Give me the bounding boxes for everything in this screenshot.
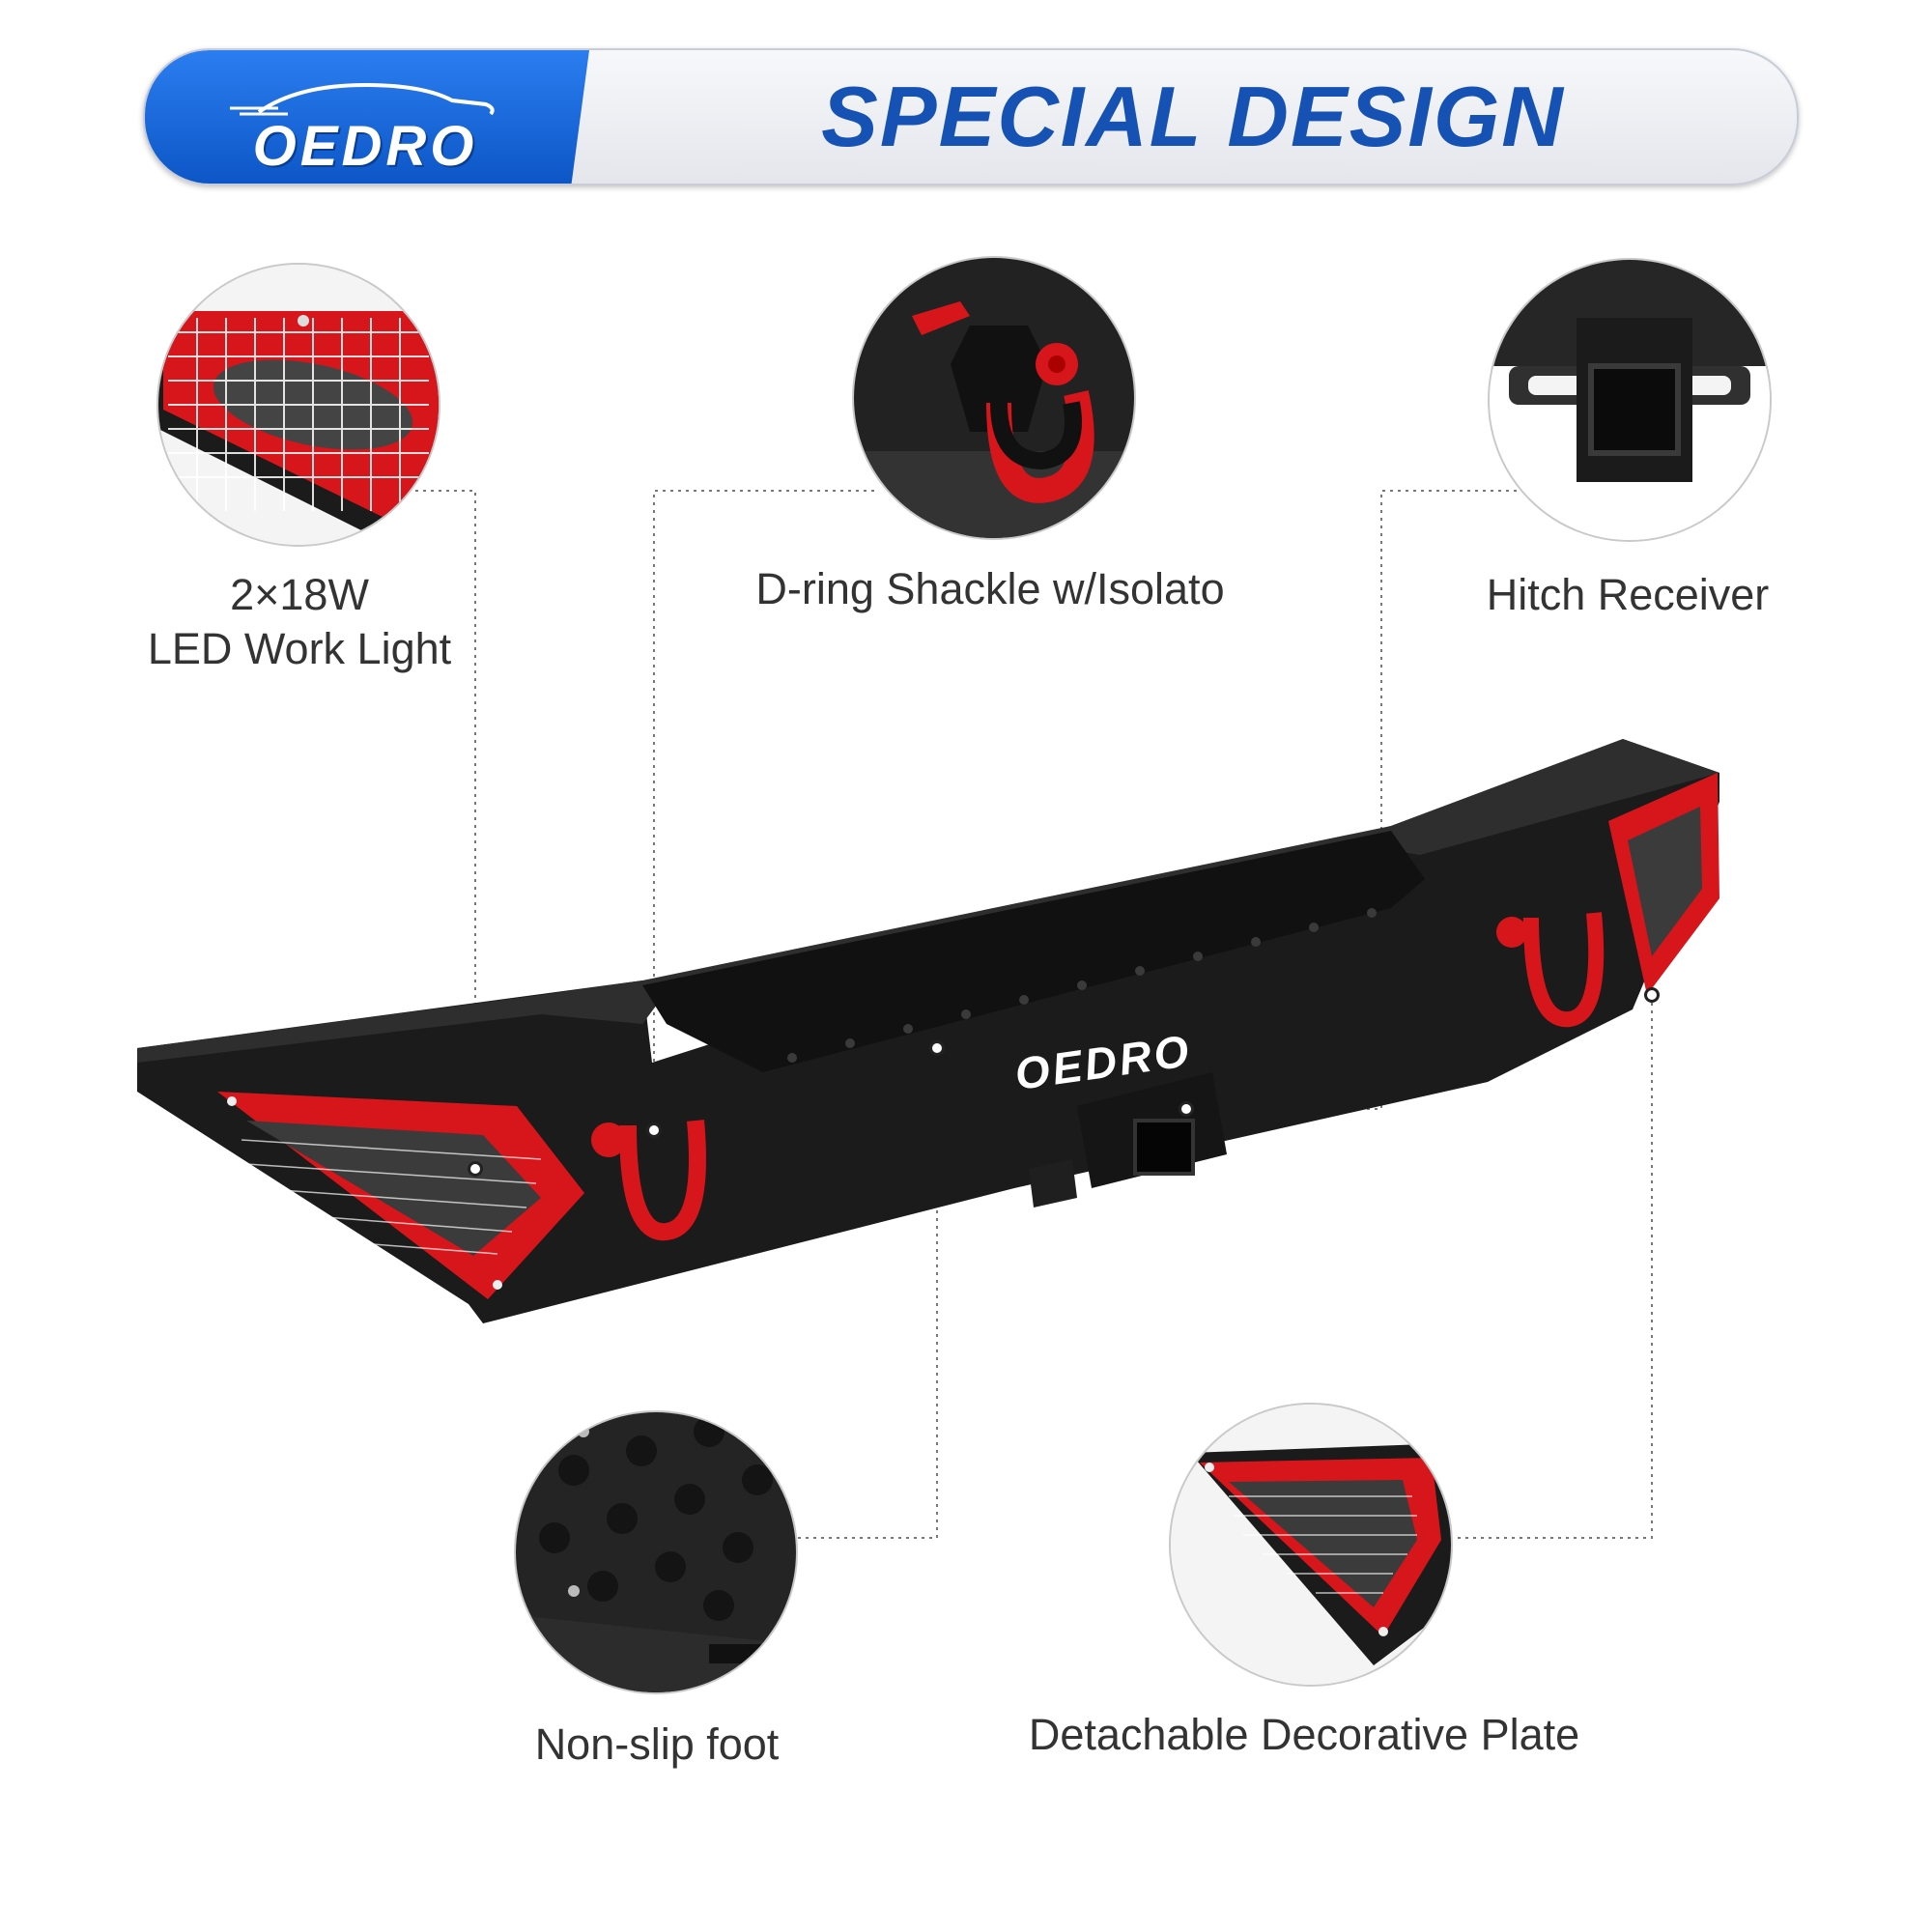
car-outline-icon (230, 82, 495, 116)
step-holes (787, 908, 1377, 1063)
right-d-ring (1523, 912, 1605, 1028)
leader-line-step (797, 1048, 938, 1539)
decorative-plate-closeup-icon (1169, 1403, 1453, 1687)
label-led-line2: LED Work Light (147, 624, 452, 673)
label-non-slip-foot: Non-slip foot (534, 1719, 780, 1769)
left-d-ring (619, 1120, 706, 1241)
header-banner: OEDRO SPECIAL DESIGN (143, 48, 1799, 185)
d-ring-shackle-closeup-icon (852, 256, 1136, 540)
step-tray (642, 831, 1425, 1072)
brand-panel: OEDRO (145, 50, 589, 184)
led-light-closeup-icon (156, 263, 440, 547)
label-d-ring-shackle: D-ring Shackle w/Isolato (755, 564, 1225, 613)
leader-line-led (415, 490, 476, 1169)
label-hitch-receiver: Hitch Receiver (1486, 570, 1770, 619)
label-led-line1: 2×18W (230, 570, 369, 619)
hitch-receiver-closeup-icon (1488, 258, 1772, 542)
callout-dot-step (929, 1040, 945, 1056)
leader-line-plate (1454, 995, 1653, 1539)
non-slip-step-closeup-icon (514, 1410, 798, 1694)
callout-dot-hitch (1179, 1101, 1194, 1117)
callout-dot-led (468, 1161, 483, 1177)
callout-dot-plate (1644, 987, 1660, 1003)
bumper-top-face (137, 739, 1719, 1063)
label-led-work-light: 2×18W LED Work Light (126, 568, 473, 676)
label-detachable-decorative-plate: Detachable Decorative Plate (1028, 1710, 1580, 1759)
brand-logo: OEDRO (220, 79, 510, 178)
callout-dot-shackle (646, 1122, 662, 1138)
page-title: SPECIAL DESIGN (821, 69, 1565, 164)
brand-name: OEDRO (252, 115, 478, 178)
